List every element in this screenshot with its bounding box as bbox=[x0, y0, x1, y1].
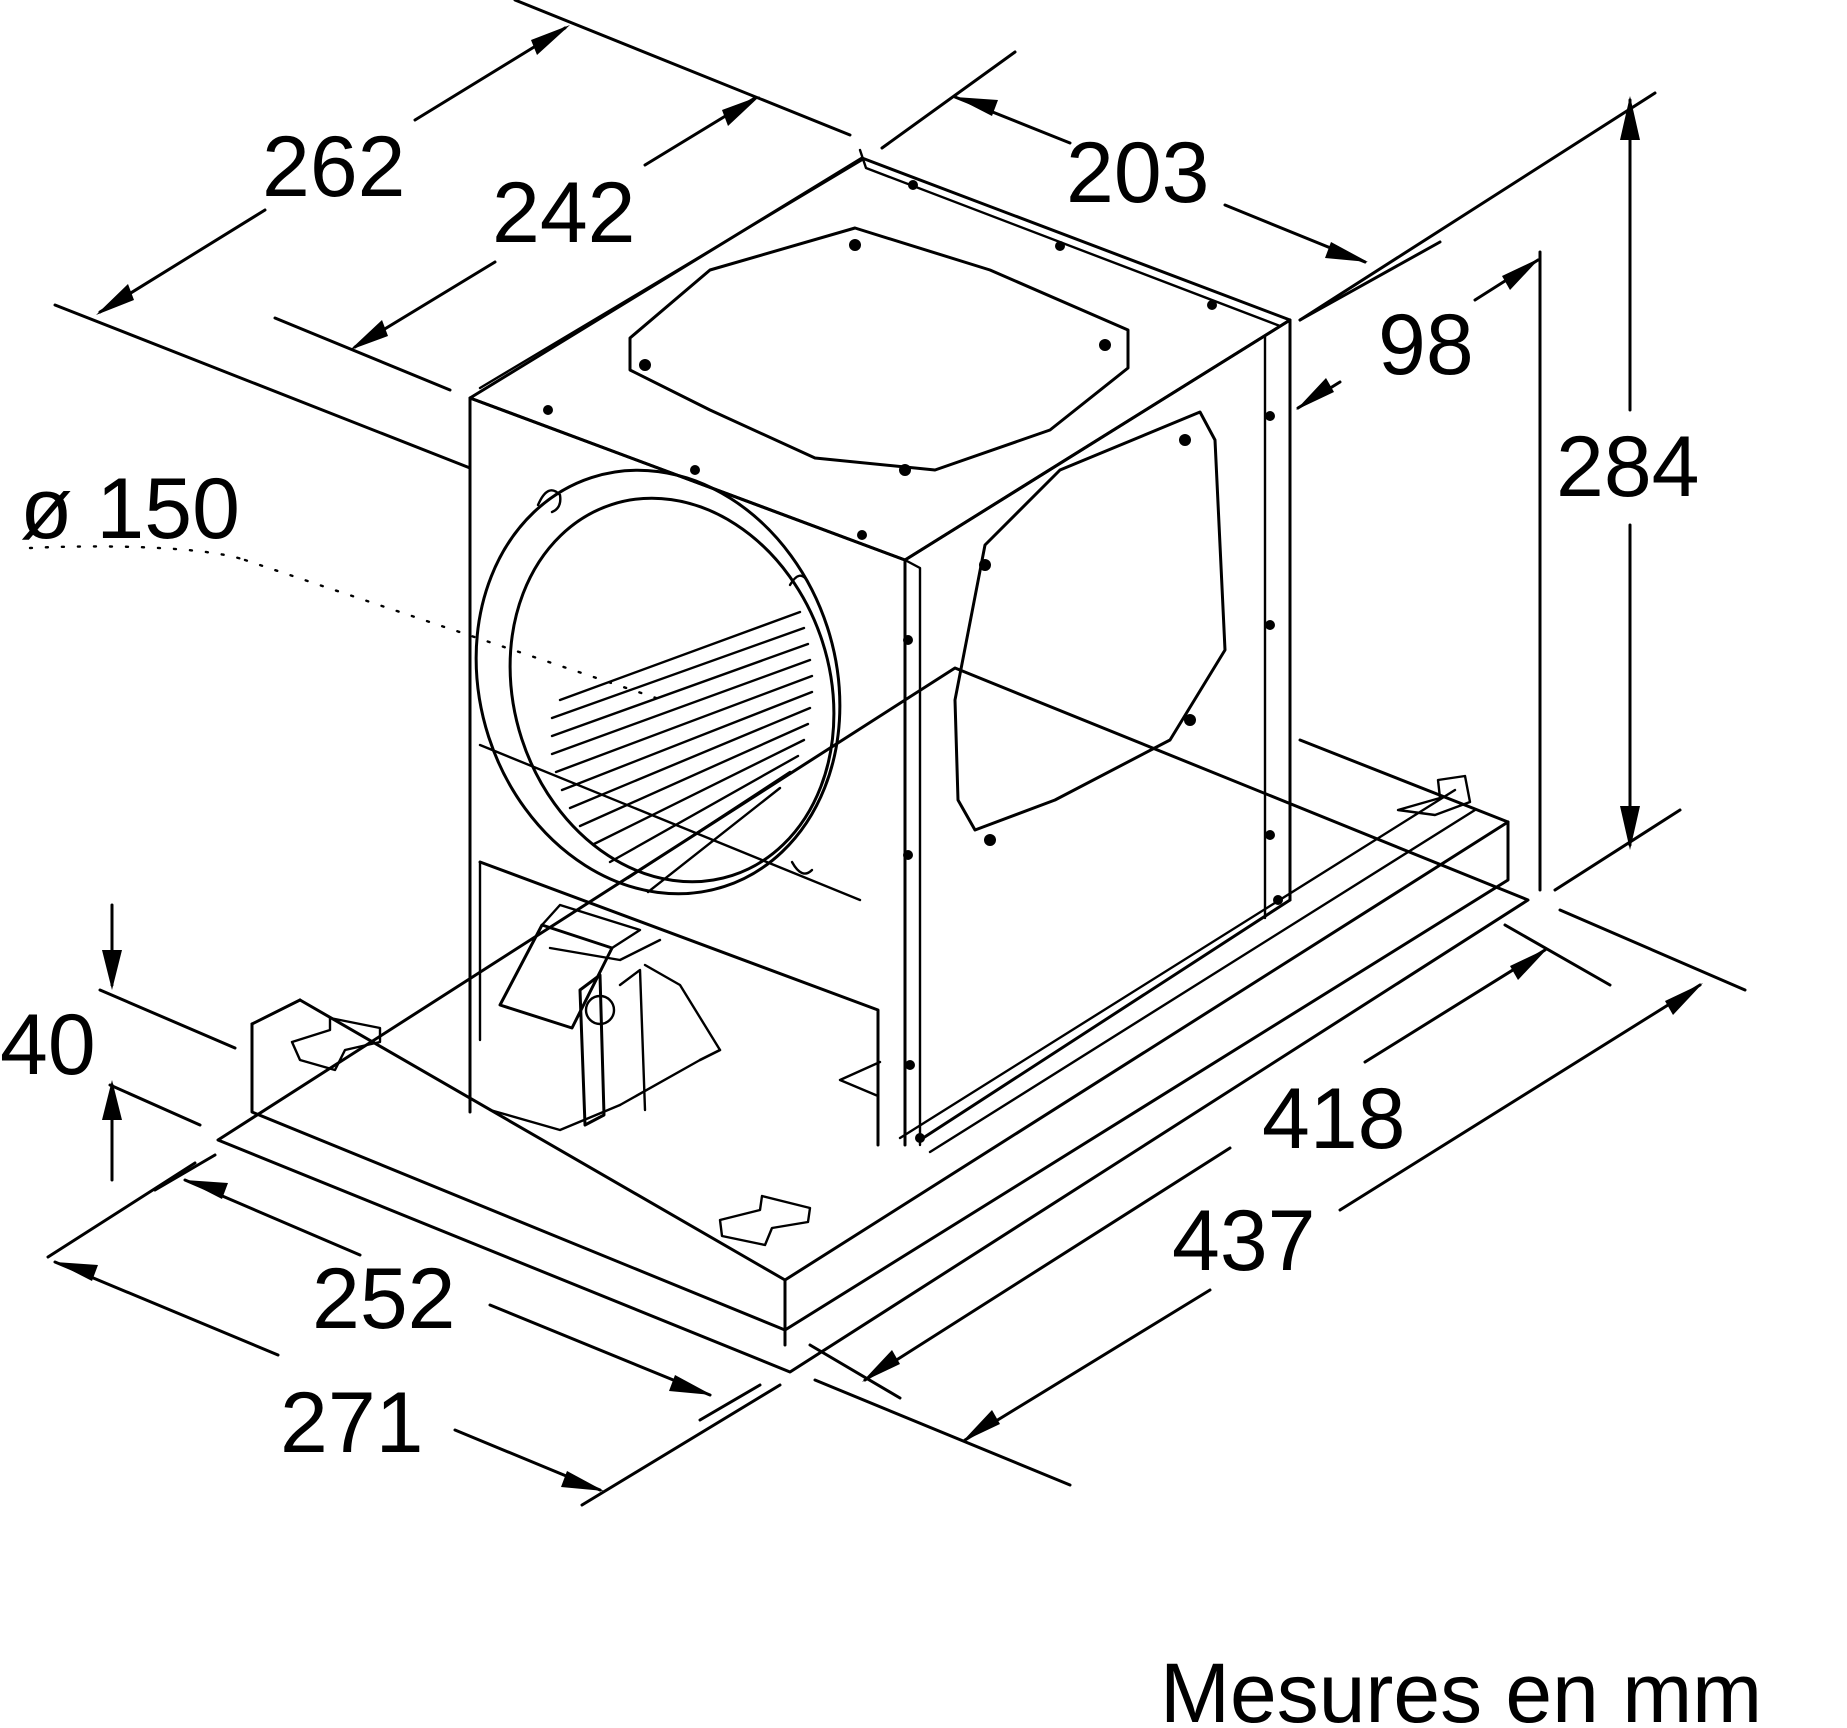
dim-203-label: 203 bbox=[1066, 125, 1210, 221]
dim-252-label: 252 bbox=[312, 1251, 456, 1347]
dim-242-label: 242 bbox=[492, 165, 636, 261]
dim-284-label: 284 bbox=[1556, 419, 1700, 515]
dim-262-label: 262 bbox=[262, 119, 406, 215]
damper-flap bbox=[488, 903, 722, 1132]
dim-271-label: 271 bbox=[280, 1375, 424, 1471]
dim-150-label: ø 150 bbox=[20, 461, 240, 557]
dimension-labels: 262 242 203 98 284 ø 150 40 252 271 418 … bbox=[0, 119, 1700, 1471]
motor-housing bbox=[468, 148, 1292, 1147]
dim-98-label: 98 bbox=[1378, 297, 1474, 393]
units-caption: Mesures en mm bbox=[1160, 1646, 1762, 1728]
air-outlet-collar bbox=[474, 468, 842, 896]
dim-437-label: 437 bbox=[1172, 1193, 1316, 1289]
dimension-lines bbox=[28, 0, 1747, 1507]
dim-418-label: 418 bbox=[1262, 1071, 1406, 1167]
fan-grille bbox=[550, 610, 814, 894]
screw-holes bbox=[543, 180, 1283, 1143]
dim-40-label: 40 bbox=[0, 997, 96, 1093]
